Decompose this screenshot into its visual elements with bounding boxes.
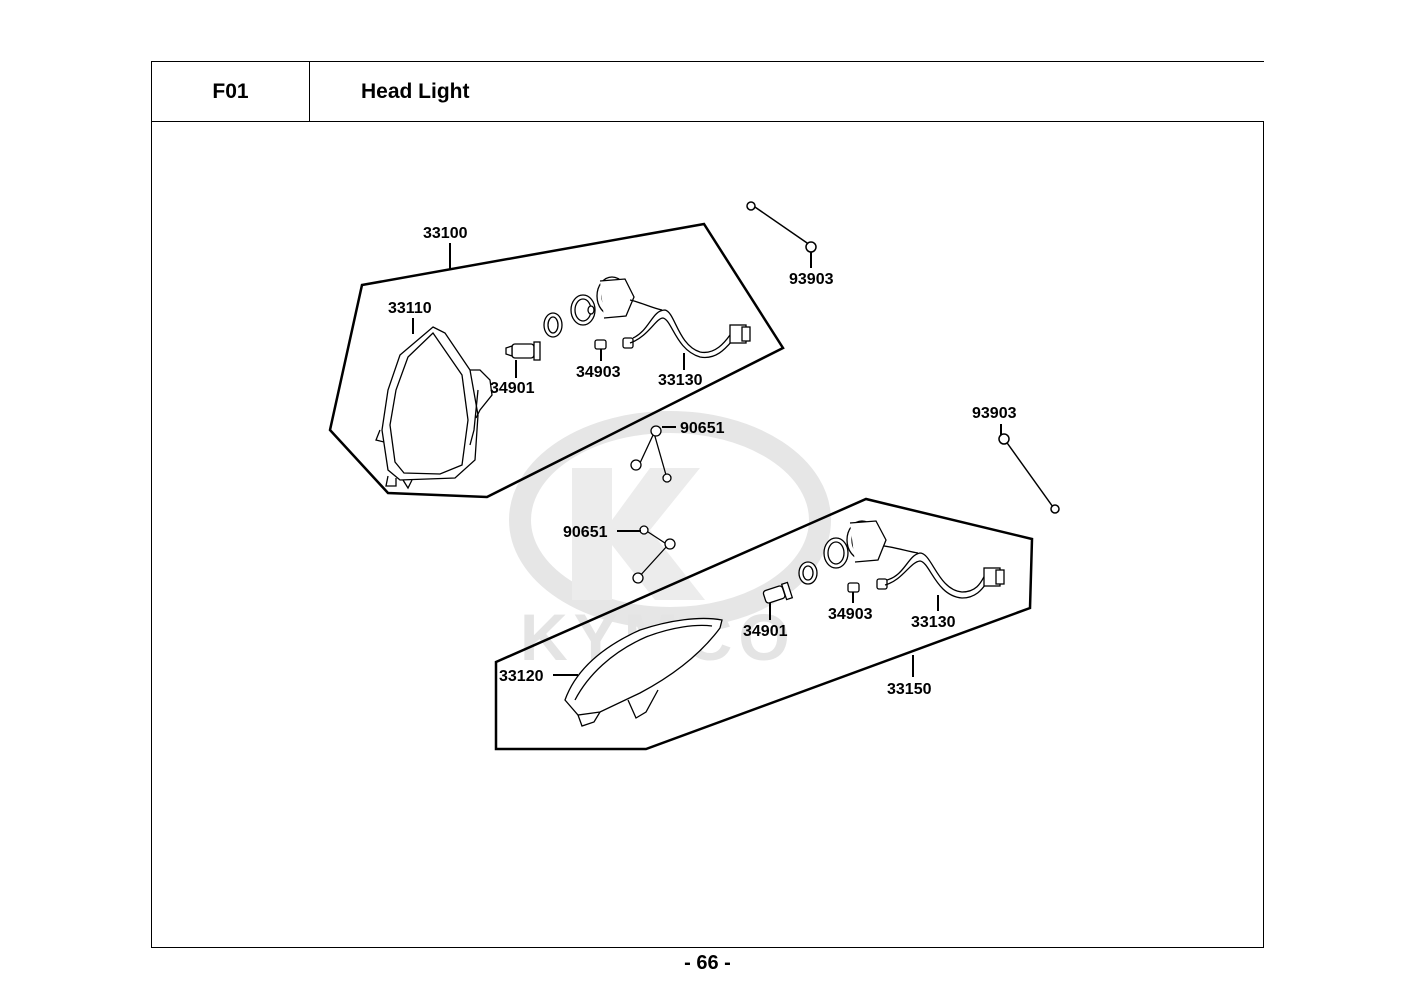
label-33120: 33120 bbox=[499, 668, 544, 685]
upper-assembly-outline bbox=[328, 222, 785, 499]
lower-assembly-outline bbox=[494, 497, 1034, 751]
wiring-harness-upper bbox=[629, 299, 751, 359]
page-number: - 66 - bbox=[684, 952, 731, 974]
label-33130-upper: 33130 bbox=[658, 372, 703, 389]
headlight-housing-upper bbox=[375, 326, 493, 490]
bolt-93903-upper bbox=[746, 201, 817, 253]
label-34901-upper: 34901 bbox=[490, 380, 535, 397]
label-90651-lower: 90651 bbox=[563, 524, 608, 541]
bulb-34901-upper bbox=[505, 341, 541, 361]
headlight-housing-lower bbox=[564, 617, 723, 727]
socket-rings-upper bbox=[543, 276, 635, 338]
label-93903-lower: 93903 bbox=[972, 405, 1017, 422]
bulb-34903-upper bbox=[594, 337, 634, 350]
label-34901-lower: 34901 bbox=[743, 623, 788, 640]
label-33150: 33150 bbox=[887, 681, 932, 698]
screws-90651-lower bbox=[632, 525, 676, 584]
socket-rings-lower bbox=[798, 520, 887, 585]
leader-lines bbox=[412, 243, 1002, 677]
bulb-34901-lower bbox=[762, 581, 794, 604]
label-33110: 33110 bbox=[388, 300, 432, 317]
label-34903-upper: 34903 bbox=[576, 364, 621, 381]
label-34903-lower: 34903 bbox=[828, 606, 873, 623]
label-93903-upper: 93903 bbox=[789, 271, 834, 288]
bolt-93903-lower bbox=[998, 433, 1060, 514]
page-title: Head Light bbox=[309, 61, 1264, 122]
diagram-frame bbox=[151, 121, 1264, 948]
wiring-harness-lower bbox=[883, 545, 1005, 599]
part-labels: 33100 33110 34901 34903 33130 93903 9390… bbox=[388, 225, 1017, 698]
label-90651-upper: 90651 bbox=[680, 420, 725, 437]
label-33100: 33100 bbox=[423, 225, 468, 242]
label-33130-lower: 33130 bbox=[911, 614, 956, 631]
screws-90651-upper bbox=[630, 425, 672, 483]
bulb-34903-lower bbox=[847, 578, 888, 593]
